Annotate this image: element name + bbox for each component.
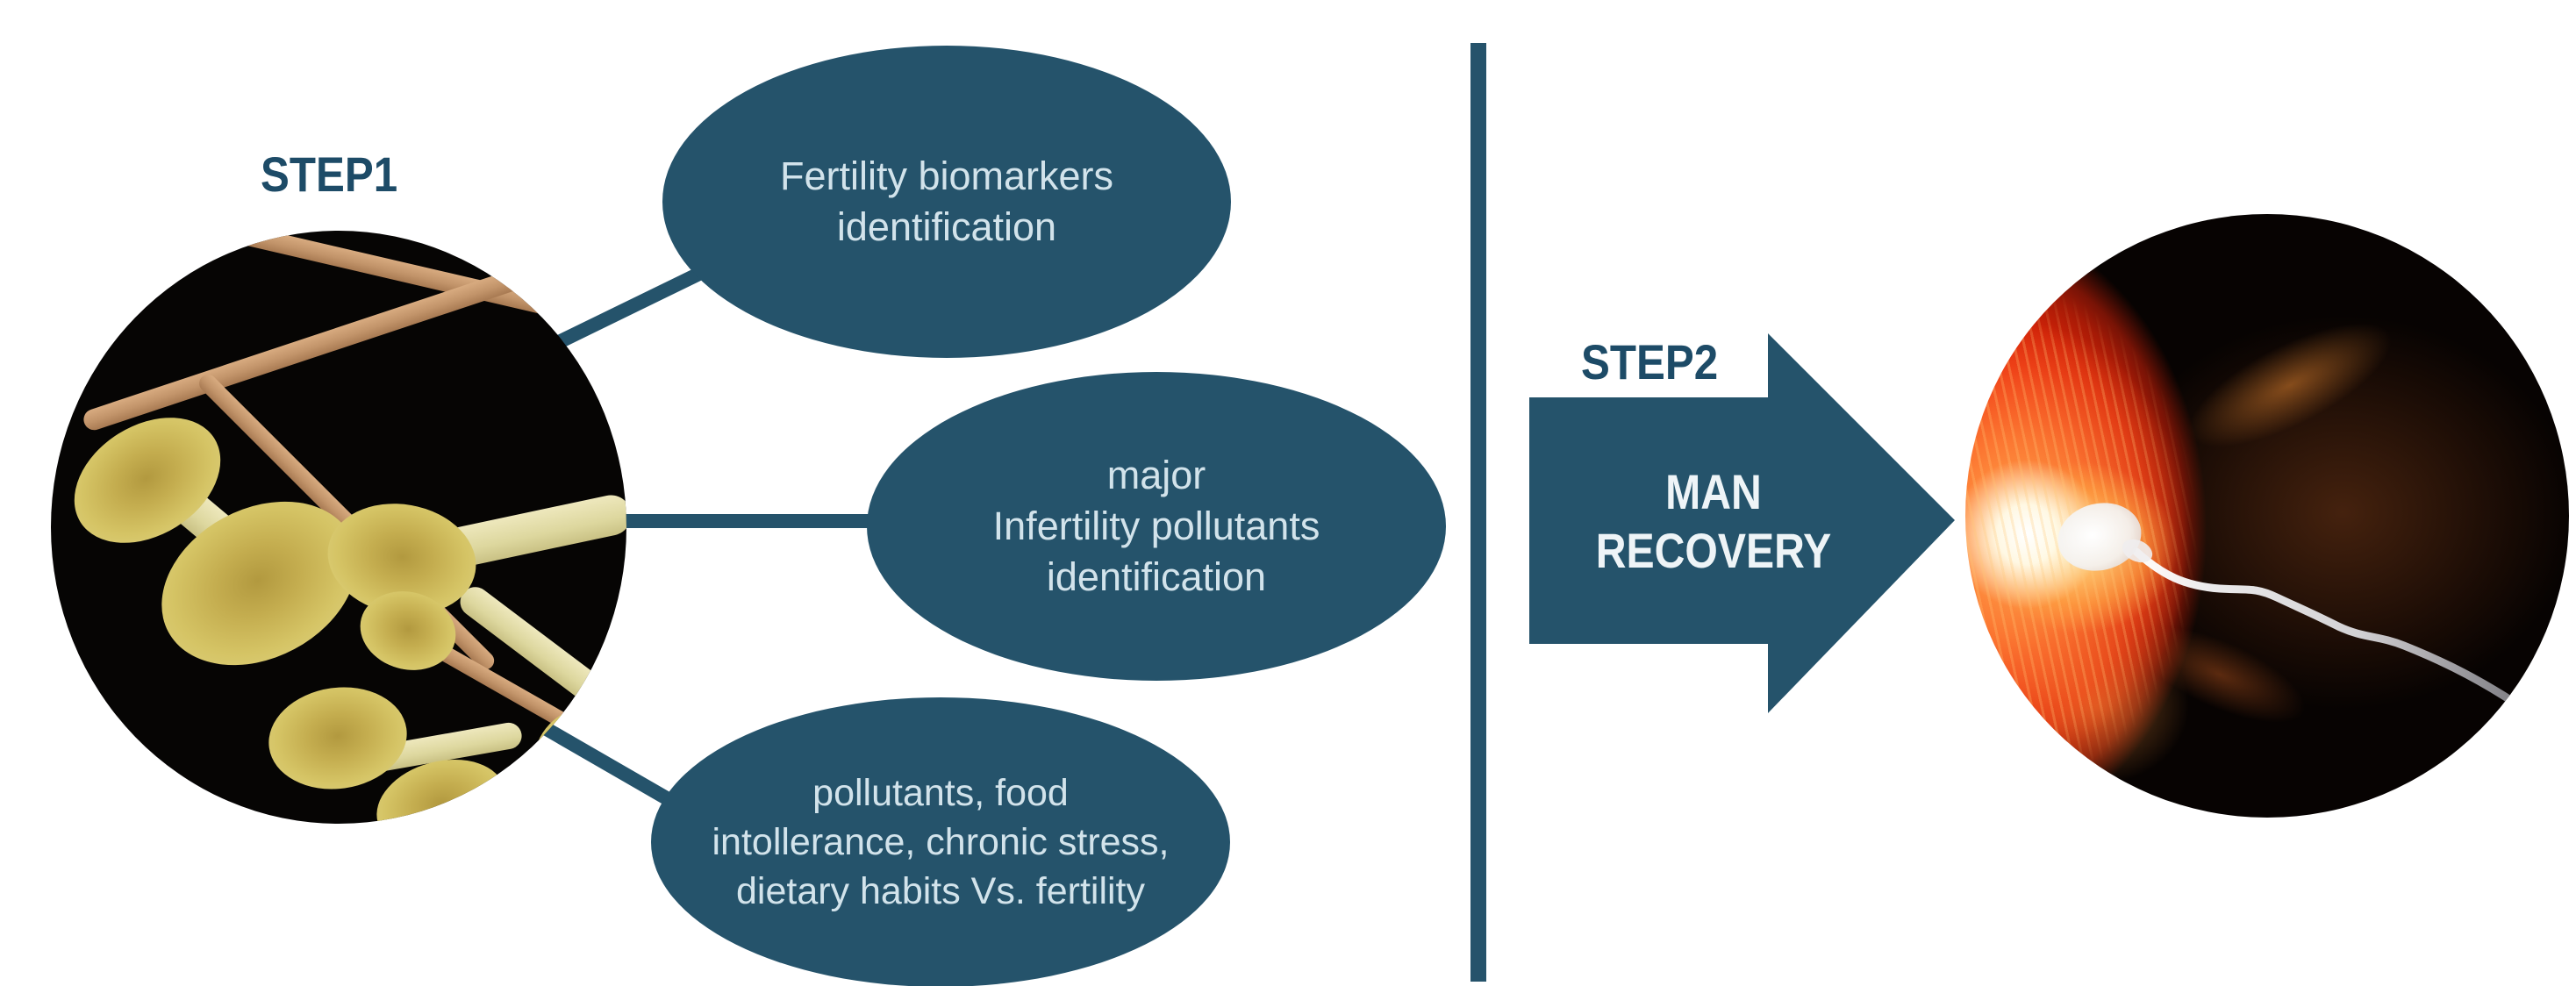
fertilization-photo: [1965, 214, 2569, 818]
sperm-midpiece: [2122, 539, 2153, 563]
bubble-text-line: identification: [836, 204, 1057, 249]
sperm-tail-path: [2132, 547, 2547, 727]
sperm-head: [261, 678, 414, 798]
arrow-text-line: RECOVERY: [1595, 523, 1832, 578]
bubble-text-line: dietary habits Vs. fertility: [735, 870, 1145, 912]
step2-label: STEP2: [1581, 334, 1719, 389]
bubble-fertility-biomarkers: Fertility biomarkers identification: [662, 46, 1231, 358]
bubble-text-line: major: [1106, 453, 1206, 497]
bubble-text-line: intollerance, chronic stress,: [712, 821, 1170, 863]
bubble-lifestyle-vs-fertility: pollutants, food intollerance, chronic s…: [651, 697, 1230, 986]
bubble-infertility-pollutants: major Infertility pollutants identificat…: [867, 372, 1446, 681]
sperm-cell-illustration: [2057, 503, 2547, 727]
bubble-text-line: identification: [1046, 554, 1267, 599]
connector-line-pollutants: [562, 514, 877, 528]
sperm-head-shape: [2057, 503, 2142, 571]
step1-label: STEP1: [261, 146, 398, 202]
bubble-text-line: pollutants, food: [812, 772, 1069, 814]
sperm-micrograph-photo: [51, 231, 626, 824]
bubble-text-line: Infertility pollutants: [992, 504, 1320, 548]
section-divider: [1470, 43, 1486, 982]
micrograph-tail-strand: [81, 254, 565, 433]
arrow-text-line: MAN: [1665, 464, 1762, 519]
arrow-label: MAN RECOVERY: [1555, 462, 1871, 580]
bubble-text-line: Fertility biomarkers: [779, 154, 1114, 198]
